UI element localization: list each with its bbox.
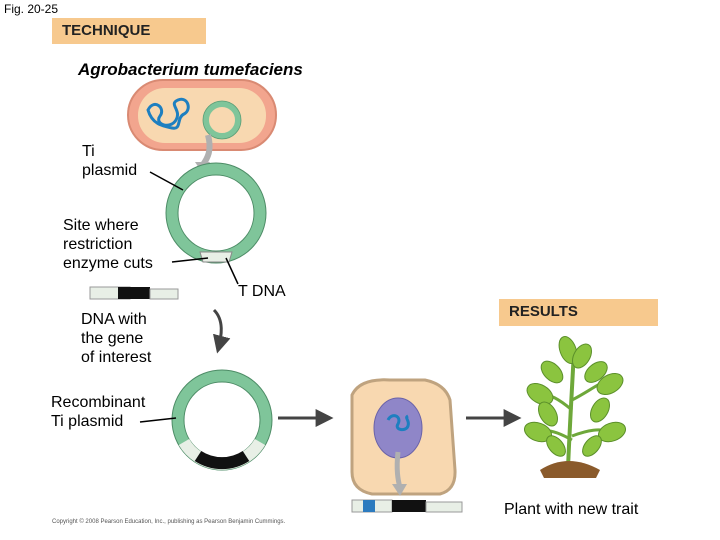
cell-chromosome (386, 414, 410, 432)
bacterium-plasmid (203, 101, 241, 139)
plant-leaves (523, 336, 627, 457)
ti-plasmid (165, 162, 267, 264)
label-t-dna: T DNA (238, 283, 286, 300)
plant (523, 336, 627, 478)
label-recombinant-plasmid: Recombinant Ti plasmid (51, 394, 146, 430)
results-tag: RESULTS (499, 299, 658, 326)
plant-cell (350, 378, 457, 496)
linear-dna-gene (89, 286, 179, 300)
arrow-insert (212, 308, 231, 354)
bacterium-cytoplasm (138, 88, 266, 143)
label-plant-result: Plant with new trait (504, 501, 639, 518)
copyright-text: Copyright © 2008 Pearson Education, Inc.… (52, 519, 286, 525)
label-restriction-site: Site where restriction enzyme cuts (63, 217, 153, 272)
bacterium (127, 79, 277, 151)
label-ti-plasmid: Ti plasmid (82, 143, 138, 179)
recombinant-plasmid (171, 369, 273, 471)
label-gene-of-interest: DNA with the gene of interest (81, 311, 152, 366)
soil (540, 461, 600, 478)
technique-tag: TECHNIQUE (52, 18, 206, 44)
figure-label: Fig. 20-25 (4, 2, 59, 16)
organism-title: Agrobacterium tumefaciens (78, 60, 303, 79)
bacterial-chromosome (146, 97, 190, 130)
integrated-dna (351, 499, 463, 513)
